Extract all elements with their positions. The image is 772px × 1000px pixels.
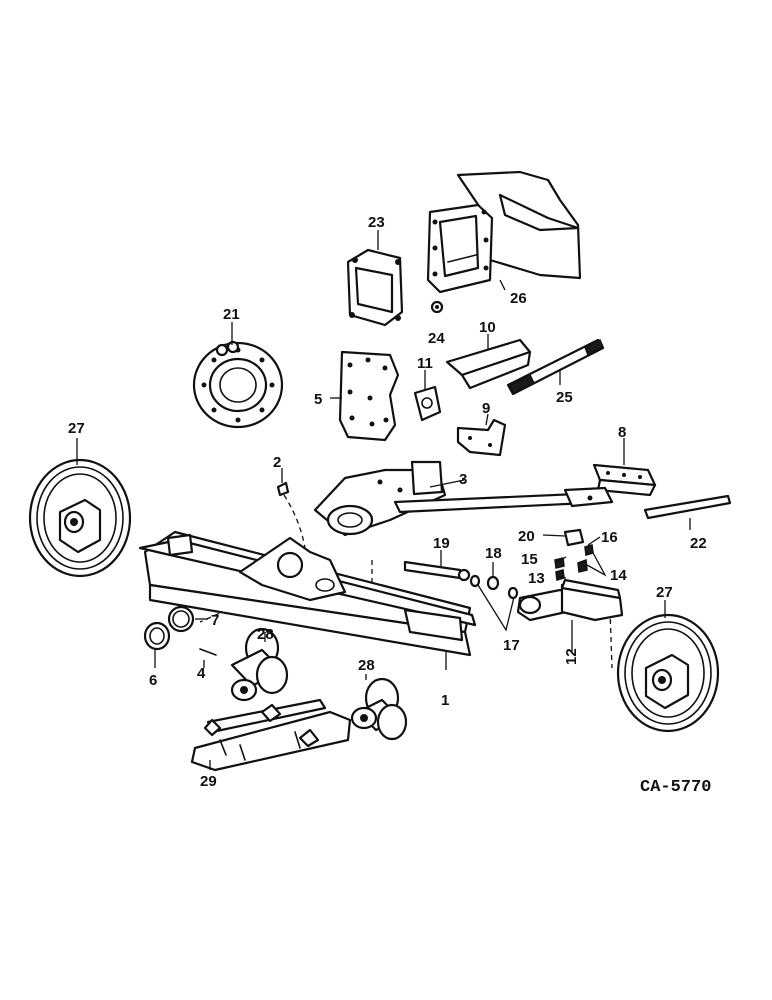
part-27-idler-wheel-left: [28, 458, 132, 578]
callout-7: 7: [211, 612, 219, 629]
callout-12: 12: [563, 648, 580, 665]
callout-11: 11: [417, 355, 433, 372]
part-21-drive-hub: [192, 340, 284, 429]
callout-3: 3: [459, 471, 467, 488]
callout-29: 29: [200, 773, 217, 790]
callout-27a: 27: [68, 420, 85, 437]
part-11-bracket-plate: [413, 385, 442, 422]
callout-25: 25: [556, 389, 573, 406]
part-27-idler-wheel-right: [616, 613, 720, 733]
callout-28b: 28: [358, 657, 375, 674]
callout-18: 18: [485, 545, 502, 562]
part-17-washers: [469, 574, 519, 600]
callout-2: 2: [273, 454, 281, 471]
callout-5: 5: [314, 391, 322, 408]
callout-28a: 28: [257, 626, 274, 643]
part-10-angle-bracket: [445, 338, 532, 390]
callout-9: 9: [482, 400, 490, 417]
part-26-final-drive-housing: [426, 170, 582, 294]
callout-10: 10: [479, 319, 496, 336]
callout-14: 14: [610, 567, 627, 584]
callout-1: 1: [441, 692, 449, 709]
callout-27b: 27: [656, 584, 673, 601]
callout-21: 21: [223, 306, 240, 323]
part-28-track-roller-upper: [230, 627, 289, 702]
part-9-bracket: [456, 418, 507, 457]
callout-labels: 1 2 3 4 5 6 7 8 9 10 11 12 13 14 15 16 1…: [68, 214, 707, 790]
callout-20: 20: [518, 528, 535, 545]
part-4-pin: [199, 648, 217, 656]
part-18-bushing: [486, 575, 500, 591]
part-8-strap: [592, 463, 657, 497]
callout-4: 4: [197, 665, 206, 682]
part-1-track-frame: [138, 530, 477, 657]
callout-24: 24: [428, 330, 445, 347]
part-13-16-hardware: [554, 544, 594, 581]
callout-6: 6: [149, 672, 157, 689]
part-25-drive-shaft: [506, 338, 605, 396]
part-23-housing-cover: [346, 248, 404, 327]
part-24-nut: [430, 300, 444, 314]
callout-26: 26: [510, 290, 527, 307]
callout-8: 8: [618, 424, 626, 441]
part-22-bar: [643, 494, 732, 520]
callout-15: 15: [521, 551, 538, 568]
drawing-code: CA-5770: [640, 778, 711, 797]
part-6-seal: [143, 621, 171, 651]
leader-lines: [76, 230, 691, 770]
part-7-o-ring: [167, 605, 195, 633]
callout-17: 17: [503, 637, 520, 654]
callout-13: 13: [528, 570, 545, 587]
callout-16: 16: [601, 529, 618, 546]
part-20-block: [563, 528, 585, 547]
part-19-pin: [403, 560, 471, 582]
part-3-pivot-shaft: [313, 460, 614, 537]
part-12-idler-yoke: [516, 578, 624, 622]
part-2-clip: [276, 481, 290, 497]
callout-23: 23: [368, 214, 385, 231]
callout-22: 22: [690, 535, 707, 552]
part-28-track-roller-lower: [350, 677, 408, 741]
part-29-track-shoe: [190, 698, 352, 772]
callout-19: 19: [433, 535, 450, 552]
part-5-cover-plate: [338, 350, 400, 442]
